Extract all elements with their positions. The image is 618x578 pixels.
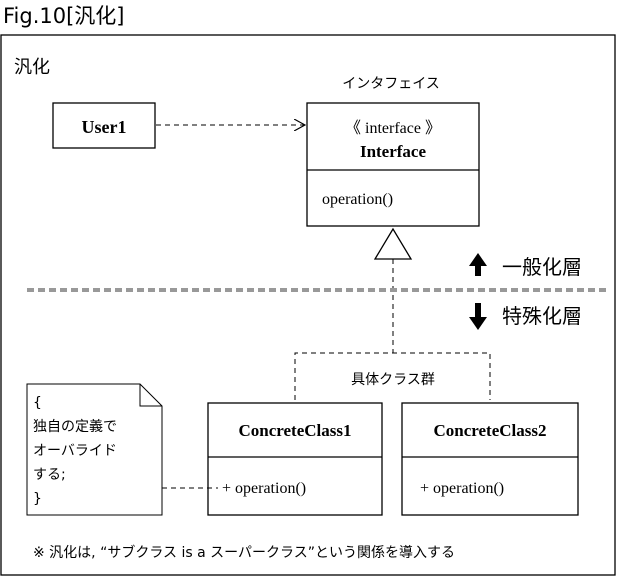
- concrete-class1-name: ConcreteClass1: [239, 421, 352, 440]
- interface-method: operation(): [322, 191, 393, 208]
- note-line-5: }: [33, 491, 42, 507]
- footnote: ※ 汎化は, “サブクラス is a スーパークラス”という関係を導入する: [33, 544, 455, 561]
- lower-layer-label: 特殊化層: [502, 304, 582, 328]
- note-line-4: する;: [33, 467, 66, 483]
- note-box: [26, 383, 163, 516]
- figure-caption: Fig.10[汎化]: [3, 4, 125, 28]
- user1-name: User1: [82, 117, 127, 137]
- concrete-class2-box: [401, 402, 579, 516]
- concrete-class2-name: ConcreteClass2: [434, 421, 547, 440]
- up-arrow-icon: [469, 253, 487, 276]
- interface-name: Interface: [360, 142, 427, 161]
- concrete-group-bracket: [294, 352, 491, 400]
- frame-title: 汎化: [14, 57, 50, 78]
- interface-label: インタフェイス: [342, 76, 440, 92]
- concrete-class1-box: [207, 402, 383, 516]
- note-line-3: オーバライド: [33, 443, 117, 459]
- interface-stereotype: 《 interface 》: [345, 120, 441, 137]
- down-arrow-icon: [469, 303, 487, 330]
- note-line-2: 独自の定義で: [33, 418, 117, 435]
- user1-box: [52, 102, 156, 149]
- interface-box: [306, 102, 480, 227]
- outer-frame: [0, 34, 616, 576]
- note-text: { 独自の定義で オーバライド する; }: [33, 395, 121, 507]
- generalization-triangle: [373, 227, 413, 260]
- concrete-class1-method: + operation(): [222, 480, 306, 497]
- upper-layer-label: 一般化層: [502, 255, 582, 279]
- note-fold: [139, 384, 162, 407]
- note-line-1: {: [33, 395, 42, 411]
- concrete-group-label: 具体クラス群: [351, 372, 435, 388]
- concrete-class2-method: + operation(): [420, 480, 504, 497]
